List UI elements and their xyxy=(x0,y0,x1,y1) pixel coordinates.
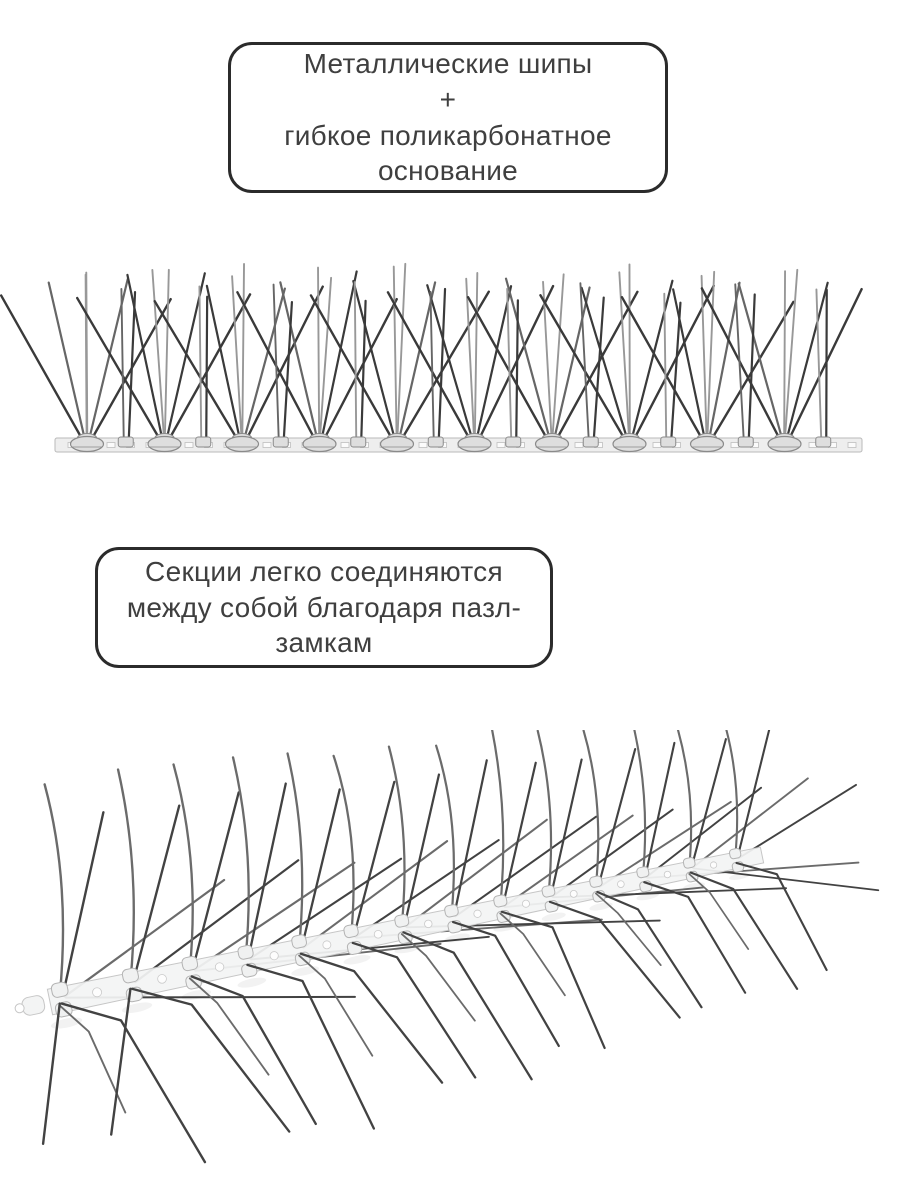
callout-puzzle-locks: Секции легко соединяются между собой бла… xyxy=(95,547,553,668)
callout-materials-text: Металлические шипы + гибкое поликарбонат… xyxy=(284,47,612,187)
spike-strip-perspective-photo xyxy=(14,730,880,1164)
callout-materials: Металлические шипы + гибкое поликарбонат… xyxy=(228,42,668,193)
spike-strip-side-photo xyxy=(0,262,863,453)
callout-puzzle-locks-text: Секции легко соединяются между собой бла… xyxy=(126,555,522,659)
